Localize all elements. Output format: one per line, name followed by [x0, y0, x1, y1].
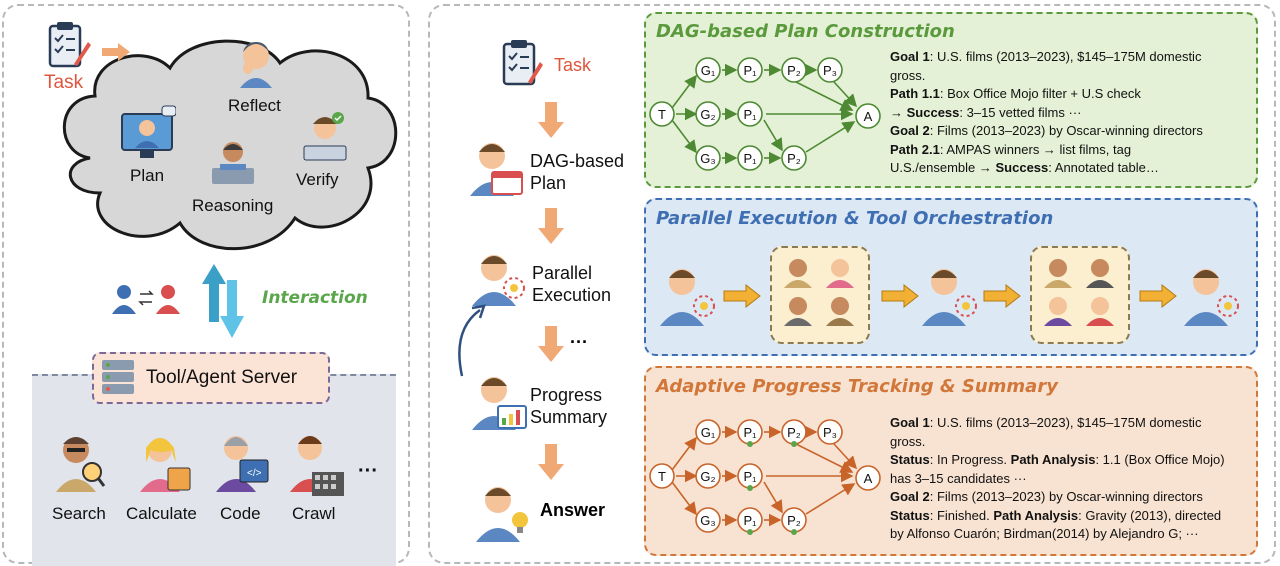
progress-tracking-title: Adaptive Progress Tracking & Summary	[656, 376, 1058, 397]
tool-group-2	[1030, 246, 1130, 344]
progress-node-g1: G₁	[701, 425, 716, 440]
parallel-agent-2-icon	[922, 264, 978, 326]
progress-person-icon	[472, 372, 528, 430]
dag-line-1: Goal 1: U.S. films (2013–2023), $145–175…	[890, 49, 1202, 64]
flow-answer-label: Answer	[540, 500, 606, 520]
right-arrow-icon	[102, 43, 130, 61]
progress-line-6: Status: Finished. Path Analysis: Gravity…	[890, 507, 1222, 523]
progress-line-2: gross.	[890, 433, 926, 449]
progress-line-7: by Alfonso Cuarón; Birdman(2014) by Alej…	[890, 526, 1199, 541]
parallel-arrow-3	[983, 284, 1021, 308]
dag-line-2: gross.	[890, 67, 926, 83]
progress-goal-text: Goal 1: U.S. films (2013–2023), $145–175…	[890, 414, 1256, 544]
dag-line-6: Path 2.1: AMPAS winners → list films, ta…	[890, 141, 1132, 157]
dag-node-g3: G₃	[700, 151, 715, 166]
down-arrow-2	[538, 208, 564, 244]
dag-node-t: T	[658, 107, 666, 122]
dag-plan-person-icon	[468, 138, 526, 196]
progress-node-p3: P₃	[823, 425, 837, 440]
code-tool-label: Code	[220, 504, 261, 523]
reasoning-label: Reasoning	[192, 196, 274, 215]
crawl-tool-icon	[290, 430, 346, 498]
flow-parallel-label: Parallel Execution	[532, 263, 612, 305]
dag-plan-title: DAG-based Plan Construction	[656, 21, 955, 42]
parallel-agent-3-icon	[1184, 264, 1240, 326]
progress-line-4: has 3–15 candidates ···	[890, 470, 1027, 486]
progress-node-p1c: P₁	[743, 513, 757, 528]
clipboard-task-icon	[44, 20, 92, 72]
reasoning-person-icon	[206, 138, 260, 188]
reflect-label: Reflect	[228, 96, 281, 115]
progress-node-g2: G₂	[700, 469, 715, 484]
dag-node-p1a: P₁	[743, 63, 757, 78]
plan-person-icon	[118, 104, 177, 162]
parallel-agent-1-icon	[660, 264, 716, 326]
crawl-tool-label: Crawl	[292, 504, 336, 523]
search-tool-label: Search	[52, 504, 106, 523]
down-arrow-4	[538, 444, 564, 480]
verify-label: Verify	[296, 170, 339, 189]
calculate-tool-icon	[136, 430, 192, 492]
progress-line-3: Status: In Progress. Path Analysis: 1.1 …	[890, 452, 1225, 467]
dag-graph: T G₁ G₂ G₃ P₁ P₁ P₁ P₂ P₂ P₃ A	[649, 57, 881, 171]
dag-line-7: U.S./ensemble → Success: Annotated table…	[890, 160, 1159, 175]
progress-node-p1a: P₁	[743, 425, 757, 440]
flow-progress-label: Progress Summary	[530, 385, 608, 427]
more-tools-ellipsis: ···	[358, 460, 378, 482]
dag-goal-text: Goal 1: U.S. films (2013–2023), $145–175…	[890, 48, 1256, 178]
dag-node-a: A	[864, 109, 873, 124]
dag-node-p3: P₃	[823, 63, 837, 78]
progress-node-p2a: P₂	[787, 425, 801, 440]
progress-node-a: A	[864, 471, 873, 486]
dag-node-p1c: P₁	[743, 151, 757, 166]
verify-person-icon	[300, 110, 350, 164]
interaction-label: Interaction	[262, 288, 368, 308]
parallel-arrow-2	[881, 284, 919, 308]
flow-dag-label: DAG-based Plan	[530, 151, 625, 193]
flow-task-label: Task	[554, 55, 592, 75]
tool-group-1-agents-icon	[784, 259, 854, 326]
server-icon	[100, 358, 136, 398]
calculate-tool-label: Calculate	[126, 504, 197, 523]
down-arrow-3	[538, 326, 564, 362]
tool-group-2-agents-icon	[1044, 259, 1114, 326]
progress-node-p2b: P₂	[787, 513, 801, 528]
interaction-arrows-icon	[202, 264, 244, 338]
flow-task-icon	[498, 38, 544, 88]
progress-node-t: T	[658, 469, 666, 484]
parallel-person-icon	[470, 250, 528, 306]
flow-ellipsis: ···	[570, 332, 588, 352]
dag-node-g1: G₁	[701, 63, 716, 78]
progress-line-1: Goal 1: U.S. films (2013–2023), $145–175…	[890, 415, 1202, 430]
dag-line-5: Goal 2: Films (2013–2023) by Oscar-winni…	[890, 123, 1203, 138]
dag-node-p2b: P₂	[787, 151, 801, 166]
progress-node-p1b: P₁	[743, 469, 757, 484]
parallel-arrow-4	[1139, 284, 1177, 308]
dag-line-4: → Success: 3–15 vetted films ···	[890, 104, 1082, 120]
search-tool-icon	[54, 430, 106, 492]
progress-graph: T G₁ G₂ G₃ P₁ P₁ P₁ P₂ P₂ P₃ A	[649, 419, 881, 535]
parallel-execution-title: Parallel Execution & Tool Orchestration	[656, 208, 1054, 229]
dag-node-g2: G₂	[700, 107, 715, 122]
answer-person-icon	[476, 482, 530, 542]
dag-line-3: Path 1.1: Box Office Mojo filter + U.S c…	[890, 86, 1141, 101]
dag-node-p1b: P₁	[743, 107, 757, 122]
server-label: Tool/Agent Server	[146, 367, 298, 388]
code-tool-icon: </>	[214, 430, 270, 492]
down-arrow-1	[538, 102, 564, 138]
plan-label: Plan	[130, 166, 165, 185]
users-exchange-icon	[112, 282, 182, 316]
progress-line-5: Goal 2: Films (2013–2023) by Oscar-winni…	[890, 489, 1203, 504]
reflect-person-icon	[234, 38, 278, 88]
svg-text:</>: </>	[247, 468, 262, 479]
tool-group-1	[770, 246, 870, 344]
progress-node-g3: G₃	[700, 513, 715, 528]
parallel-arrow-1	[723, 284, 761, 308]
dag-node-p2a: P₂	[787, 63, 801, 78]
loop-back-arrow	[458, 304, 486, 377]
task-label: Task	[44, 72, 84, 93]
